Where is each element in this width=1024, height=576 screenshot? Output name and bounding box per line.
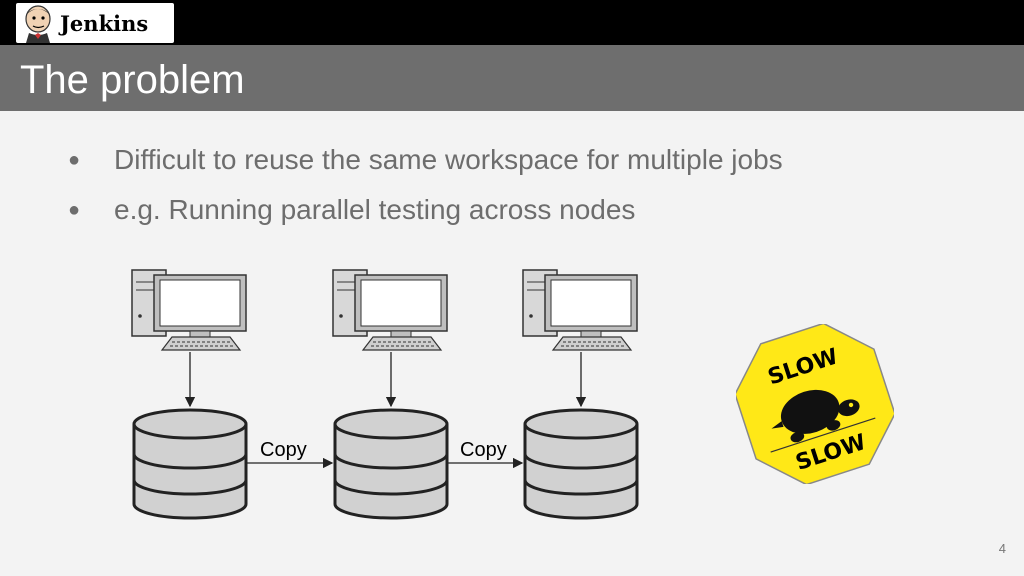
workspace-copy-diagram: Copy Copy bbox=[120, 262, 660, 527]
bullet-dot-icon: ● bbox=[68, 138, 114, 188]
jenkins-logo-text: Jenkins bbox=[60, 11, 148, 36]
bullet-text: Difficult to reuse the same workspace fo… bbox=[114, 138, 783, 188]
slide-title: The problem bbox=[20, 58, 245, 103]
bullet-item: ● e.g. Running parallel testing across n… bbox=[68, 188, 783, 238]
database-1 bbox=[134, 410, 246, 518]
copy-label: Copy bbox=[260, 439, 307, 461]
top-bar: Jenkins bbox=[0, 0, 1024, 45]
jenkins-butler-icon bbox=[20, 3, 56, 43]
bullet-text: e.g. Running parallel testing across nod… bbox=[114, 188, 635, 238]
slow-turtle-sign: SLOW SLOW bbox=[736, 324, 894, 484]
database-2 bbox=[335, 410, 447, 518]
bullet-item: ● Difficult to reuse the same workspace … bbox=[68, 138, 783, 188]
page-number: 4 bbox=[999, 541, 1006, 556]
bullet-dot-icon: ● bbox=[68, 188, 114, 238]
database-3 bbox=[525, 410, 637, 518]
copy-label: Copy bbox=[460, 439, 507, 461]
computer-node-3 bbox=[523, 270, 637, 350]
computer-node-2 bbox=[333, 270, 447, 350]
bullet-list: ● Difficult to reuse the same workspace … bbox=[68, 138, 783, 238]
jenkins-logo: Jenkins bbox=[16, 3, 174, 43]
computer-node-1 bbox=[132, 270, 246, 350]
